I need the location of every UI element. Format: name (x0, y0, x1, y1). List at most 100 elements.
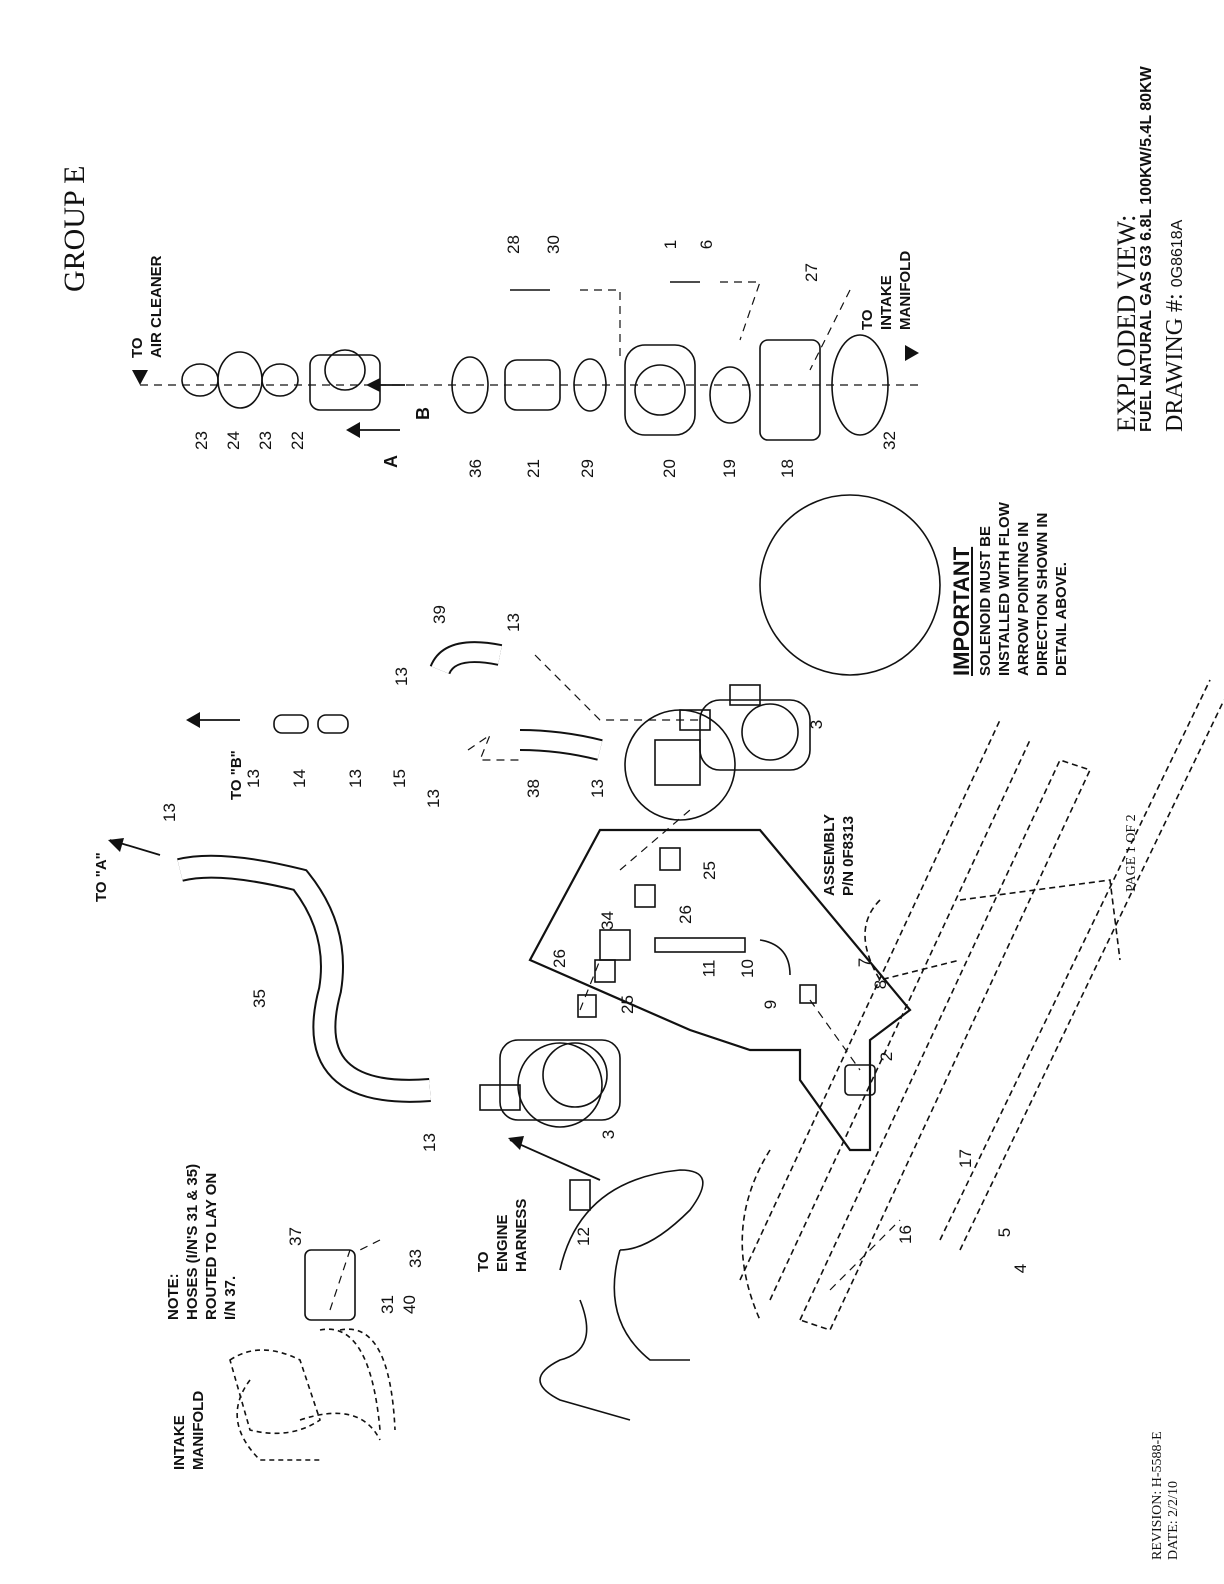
throttle-body-20 (624, 344, 696, 436)
assembly-outline (528, 828, 912, 1152)
exploded-view-label: EXPLODED VIEW: (1112, 214, 1141, 432)
callout-13-a: 13 (503, 613, 523, 632)
callout-26-upper: 26 (675, 905, 695, 924)
callout-37: 37 (285, 1227, 305, 1246)
callout-23-a: 23 (191, 431, 211, 450)
callout-13-h: 13 (419, 1133, 439, 1152)
drawing-number: 0G8618A (1169, 219, 1186, 288)
note-line-4: I/N 37. (222, 1275, 239, 1320)
callout-5: 5 (995, 1227, 1015, 1238)
label-assembly-1: ASSEMBLY (821, 814, 838, 896)
label-to-b-text: TO "B" (228, 750, 245, 800)
label-b-text: B (413, 407, 433, 420)
label-a-text: A (381, 455, 401, 468)
revision-text: REVISION: H-5588-E (1150, 1431, 1165, 1560)
callout-23-b: 23 (255, 431, 275, 450)
callout-25-upper: 25 (699, 861, 719, 880)
page-number-text: PAGE 1 OF 2 (1124, 814, 1139, 892)
adapter-22 (309, 349, 381, 411)
label-to-air-cleaner: TO AIR CLEANER (128, 255, 166, 358)
label-to-a: TO "A" (92, 852, 111, 902)
callout-34: 34 (597, 911, 617, 930)
callout-18: 18 (777, 459, 797, 478)
callout-9: 9 (761, 999, 781, 1010)
label-to-intake-1: TO (859, 309, 876, 330)
label-engine-harness: TO ENGINE HARNESS (474, 1199, 531, 1272)
label-intake-left-1: INTAKE (171, 1415, 188, 1470)
callout-24: 24 (223, 431, 243, 450)
drawing-number-line: DRAWING #: 0G8618A (1162, 220, 1189, 432)
callout-13-e: 13 (423, 789, 443, 808)
intake-manifold-left (229, 1328, 396, 1461)
label-b: B (413, 407, 433, 420)
callout-20: 20 (659, 459, 679, 478)
callout-22: 22 (287, 431, 307, 450)
important-title: IMPORTANT (949, 546, 974, 676)
callout-32: 32 (879, 431, 899, 450)
callout-1: 1 (661, 239, 681, 250)
callout-13-f: 13 (587, 779, 607, 798)
callout-2: 2 (877, 1051, 897, 1062)
callout-36: 36 (465, 459, 485, 478)
callout-14: 14 (289, 769, 309, 788)
drawing-label: DRAWING #: (1162, 293, 1188, 432)
important-line-5: DETAIL ABOVE. (1053, 562, 1070, 676)
callout-13-g: 13 (159, 803, 179, 822)
callout-10: 10 (737, 959, 757, 978)
label-assembly-2: P/N 0F8313 (840, 815, 857, 896)
solenoid (624, 709, 736, 821)
callout-15: 15 (389, 769, 409, 788)
callout-12: 12 (573, 1227, 593, 1246)
callout-3-upper: 3 (807, 719, 827, 730)
engine-harness (539, 1169, 704, 1421)
label-engine-2: ENGINE (494, 1214, 511, 1272)
important-line-2: INSTALLED WITH FLOW (996, 502, 1013, 676)
important-block: IMPORTANT SOLENOID MUST BE INSTALLED WIT… (948, 502, 1071, 676)
callout-39: 39 (429, 605, 449, 624)
callout-29: 29 (577, 459, 597, 478)
callout-28: 28 (503, 235, 523, 254)
label-to-intake-manifold: TO INTAKE MANIFOLD (858, 251, 915, 330)
important-line-1: SOLENOID MUST BE (977, 525, 994, 676)
callout-17: 17 (955, 1149, 975, 1168)
label-to-a-text: TO "A" (93, 852, 110, 902)
regulator-3-upper (679, 684, 811, 771)
important-line-4: DIRECTION SHOWN IN (1034, 512, 1051, 676)
solenoid-detail-circle (759, 494, 941, 676)
callout-13-d: 13 (345, 769, 365, 788)
callout-40: 40 (399, 1295, 419, 1314)
label-a: A (381, 455, 401, 468)
date-text: DATE: 2/2/10 (1166, 1481, 1181, 1560)
callout-13-c: 13 (243, 769, 263, 788)
callout-27: 27 (801, 263, 821, 282)
label-engine-3: HARNESS (513, 1198, 530, 1272)
label-to-intake-3: MANIFOLD (897, 250, 914, 330)
callout-7: 7 (855, 957, 875, 968)
revision: REVISION: H-5588-E (1150, 1431, 1166, 1560)
important-line-3: ARROW POINTING IN (1015, 521, 1032, 676)
label-engine-1: TO (475, 1251, 492, 1272)
callout-25-lower: 25 (617, 995, 637, 1014)
note-line-1: NOTE: (165, 1273, 182, 1320)
label-intake-left-2: MANIFOLD (190, 1390, 207, 1470)
callout-13-b: 13 (391, 667, 411, 686)
date: DATE: 2/2/10 (1166, 1481, 1182, 1560)
callout-35: 35 (249, 989, 269, 1008)
note-line-3: ROUTED TO LAY ON (203, 1172, 220, 1320)
callout-30: 30 (543, 235, 563, 254)
callout-11: 11 (699, 959, 719, 978)
callout-33: 33 (405, 1249, 425, 1268)
note-line-2: HOSES (I/N'S 31 & 35) (184, 1163, 201, 1320)
callout-16: 16 (895, 1225, 915, 1244)
callout-31: 31 (377, 1295, 397, 1314)
callout-21: 21 (523, 459, 543, 478)
callout-19: 19 (719, 459, 739, 478)
label-assembly: ASSEMBLY P/N 0F8313 (820, 814, 858, 896)
frame-rail (739, 679, 1224, 1331)
group-title: GROUP E (58, 166, 92, 292)
callout-3-lower: 3 (599, 1129, 619, 1140)
callout-38: 38 (523, 779, 543, 798)
label-to-air-cleaner-1: TO (129, 337, 146, 358)
callout-6: 6 (697, 239, 717, 250)
callout-8: 8 (871, 979, 891, 990)
